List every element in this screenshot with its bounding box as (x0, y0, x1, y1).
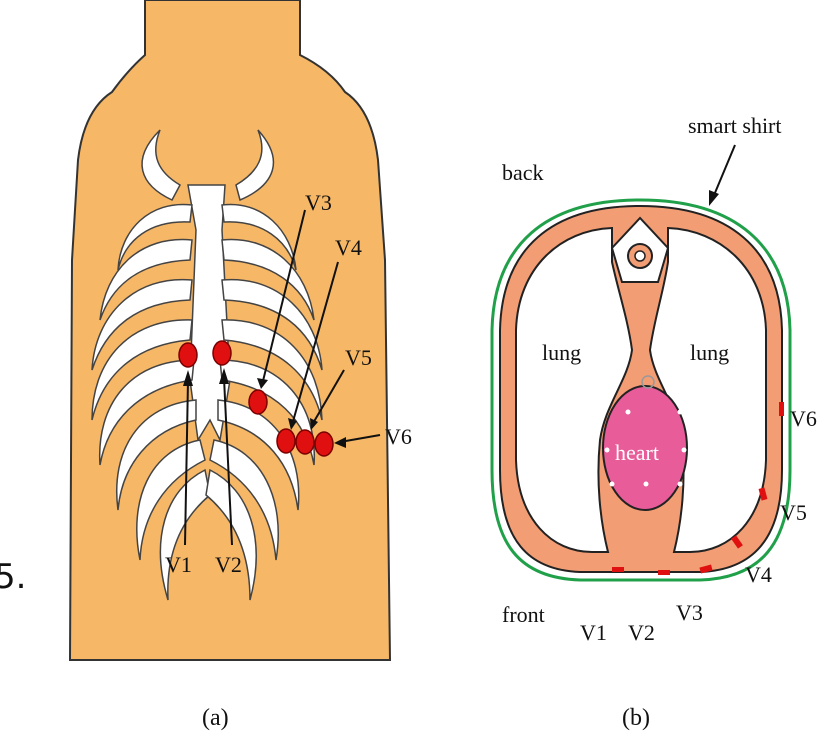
label-back: back (502, 160, 544, 185)
label-v3-b: V3 (676, 600, 703, 625)
caption-a: (a) (202, 705, 229, 731)
label-smart-shirt: smart shirt (688, 113, 782, 138)
panel-a: V1 V2 V3 V4 V5 V6 5. (a) (0, 0, 412, 731)
label-v2-b: V2 (628, 620, 655, 645)
pad-v1 (612, 567, 624, 572)
edge-fragment: 5. (0, 557, 26, 597)
smart-shirt-arrowhead (709, 190, 719, 206)
pad-v2 (658, 570, 670, 575)
electrode-v4 (277, 429, 295, 453)
label-v5-a: V5 (345, 345, 372, 370)
label-front: front (502, 602, 545, 627)
label-v6-a: V6 (385, 424, 412, 449)
electrode-v1 (179, 343, 197, 367)
electrode-v6 (315, 432, 333, 456)
panel-b: smart shirt back front lung lung heart V… (492, 113, 817, 731)
label-lung-right: lung (690, 340, 729, 365)
label-v4-a: V4 (335, 235, 362, 260)
label-heart: heart (615, 440, 659, 465)
label-v2-a: V2 (215, 552, 242, 577)
label-v5-b: V5 (780, 500, 807, 525)
label-v1-b: V1 (580, 620, 607, 645)
label-v3-a: V3 (305, 190, 332, 215)
electrode-v2 (213, 341, 231, 365)
label-v6-b: V6 (790, 406, 817, 431)
label-v1-a: V1 (165, 552, 192, 577)
electrode-v5 (296, 430, 314, 454)
electrode-v3 (249, 390, 267, 414)
pad-v6 (779, 402, 784, 416)
caption-b: (b) (622, 705, 650, 731)
smart-shirt-arrow (712, 145, 735, 200)
label-v4-b: V4 (745, 562, 772, 587)
label-lung-left: lung (542, 340, 581, 365)
